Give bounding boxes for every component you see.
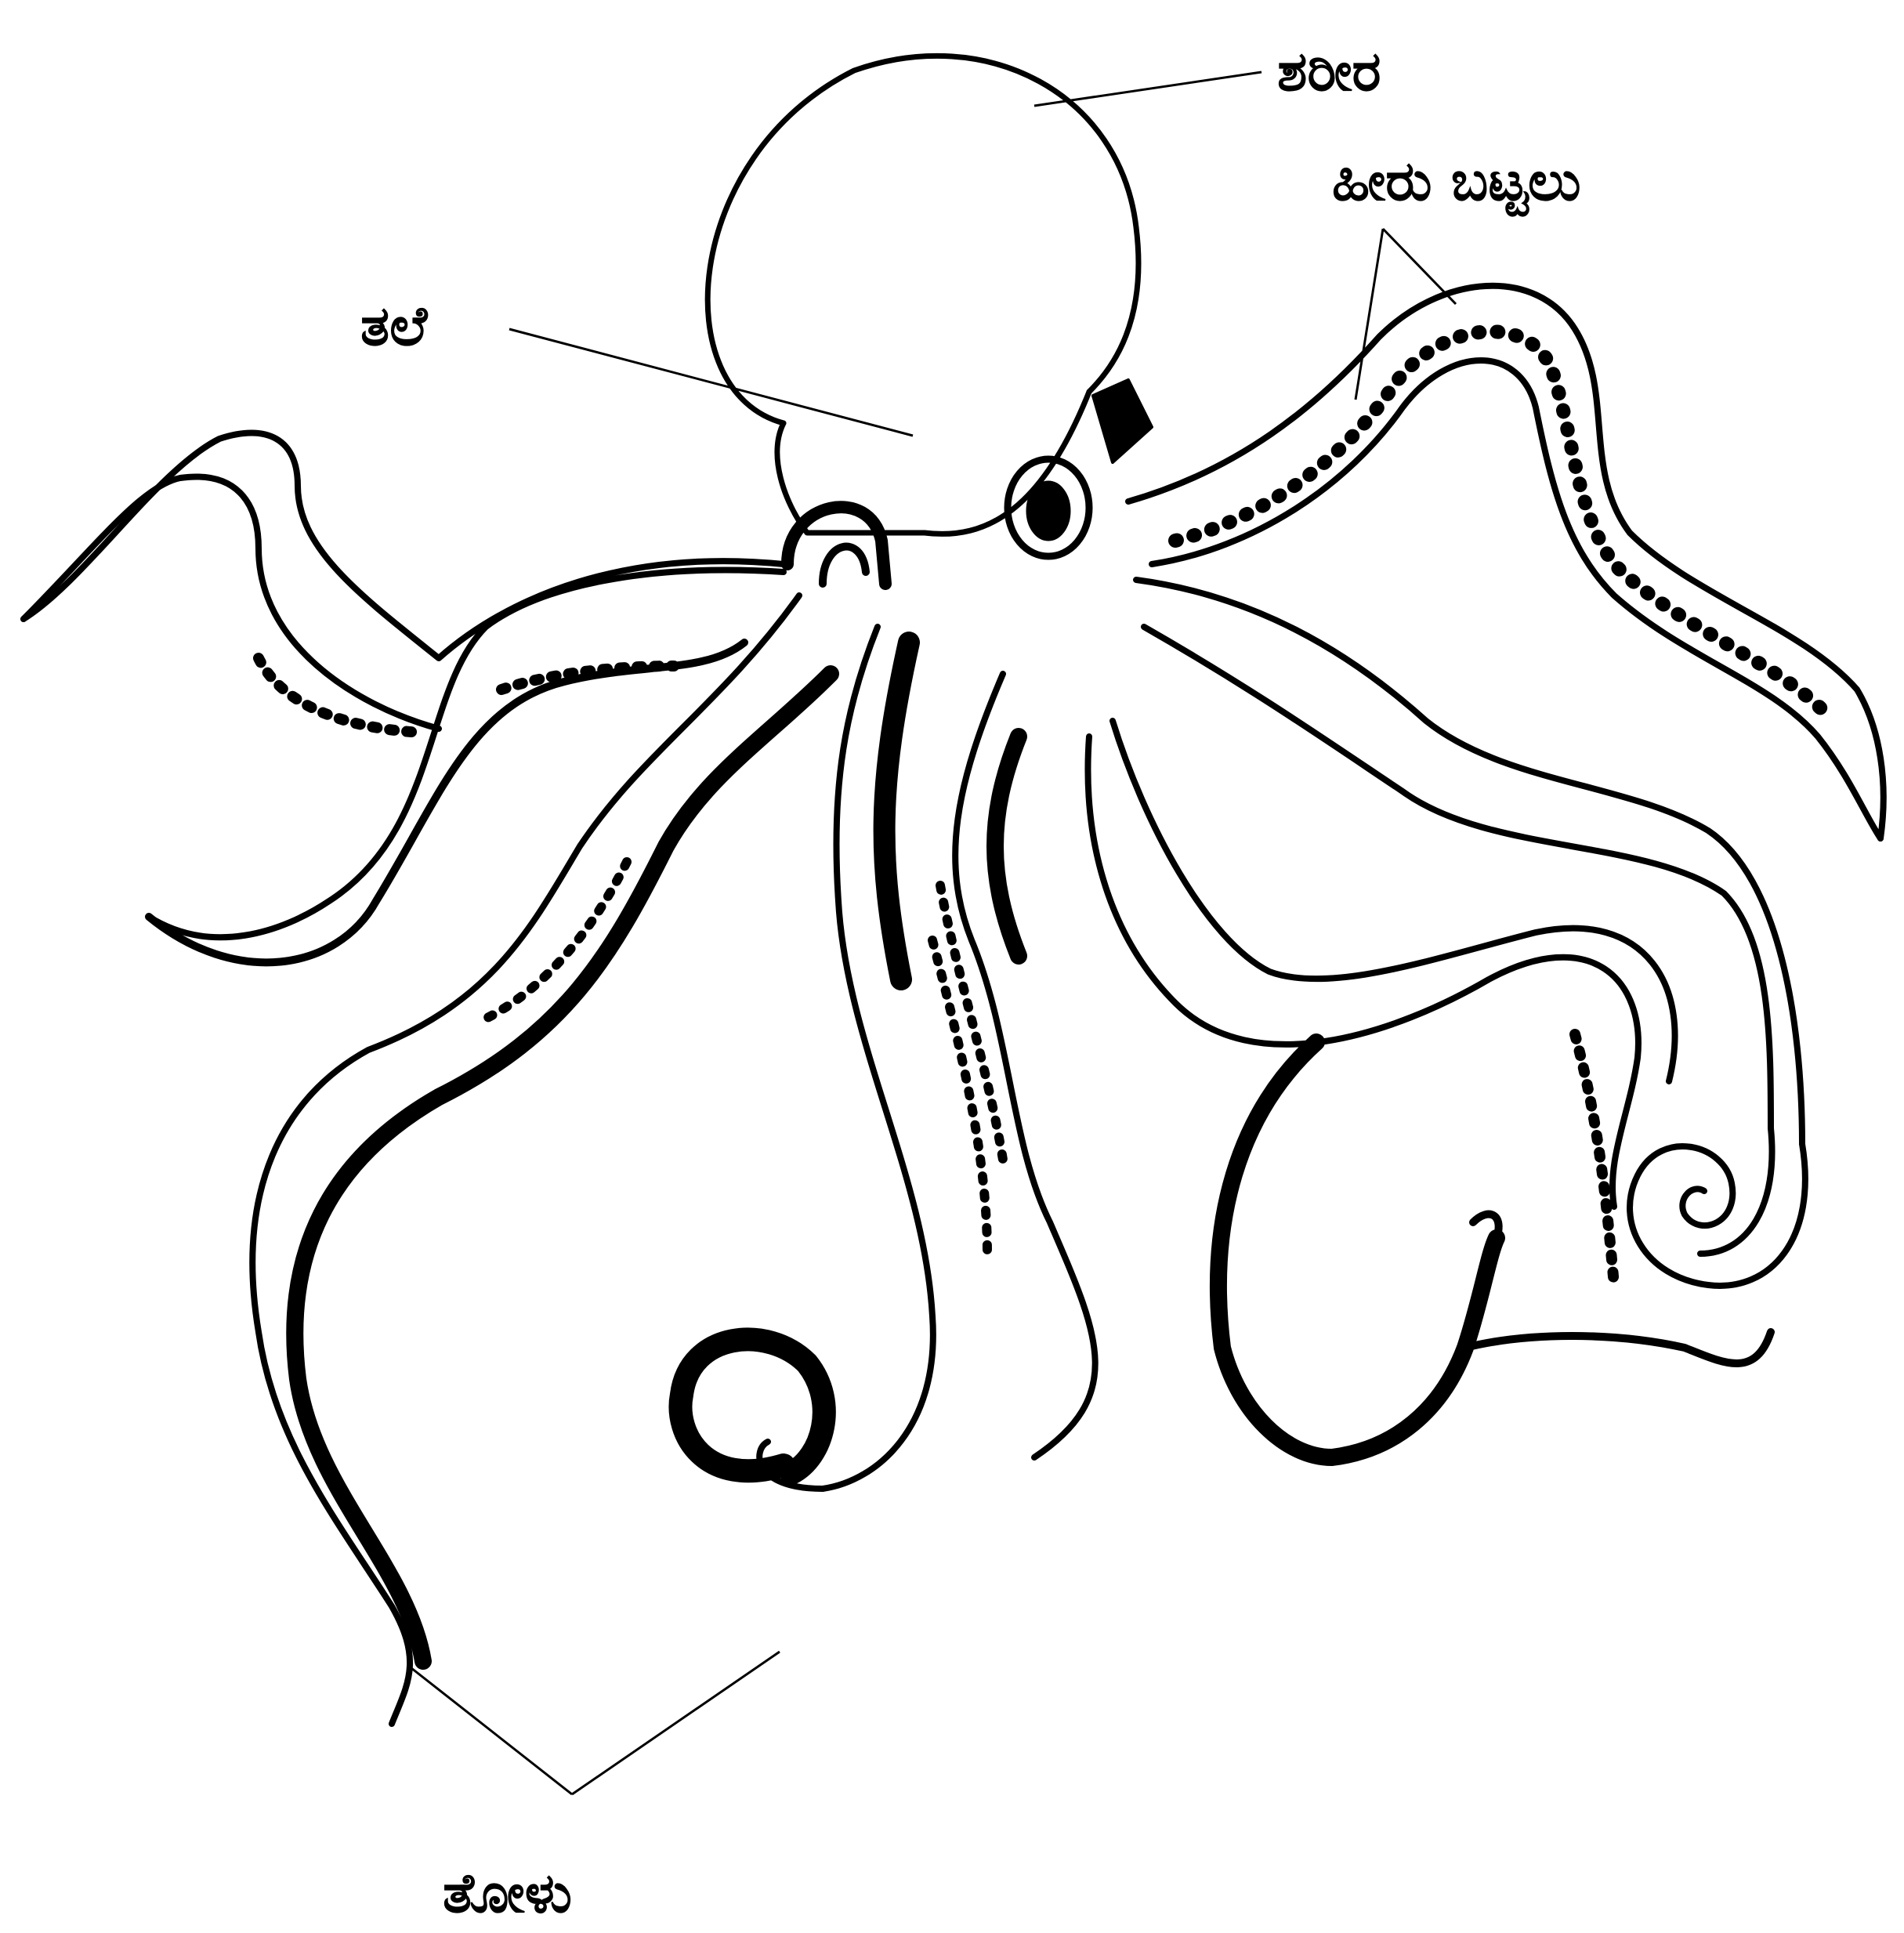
leader-suckers-b [1383,229,1456,304]
arm-1 [24,433,784,733]
leader-lines [407,72,1456,1794]
leader-body [1034,72,1261,106]
label-body: ಶರೀರ [1277,39,1381,103]
arm-8 [1128,286,1884,838]
arm-9 [1465,1034,1771,1363]
arm-3 [252,595,831,1724]
label-head: ತಲೆ [360,294,428,358]
arm-4 [681,627,987,1489]
leader-arms-b [572,1652,780,1794]
arm-2 [149,570,784,963]
eye-left [787,507,885,584]
mantle [708,56,1138,423]
octopus-illustration [24,56,1884,1724]
leader-arms-a [407,1665,572,1794]
spiral-tip [1630,1144,1805,1286]
label-arms: ತೋಳು [443,1861,572,1925]
leader-suckers-a [1356,229,1383,400]
label-suckers: ಹೀರು ಬಟ್ಟಲು [1332,149,1581,217]
